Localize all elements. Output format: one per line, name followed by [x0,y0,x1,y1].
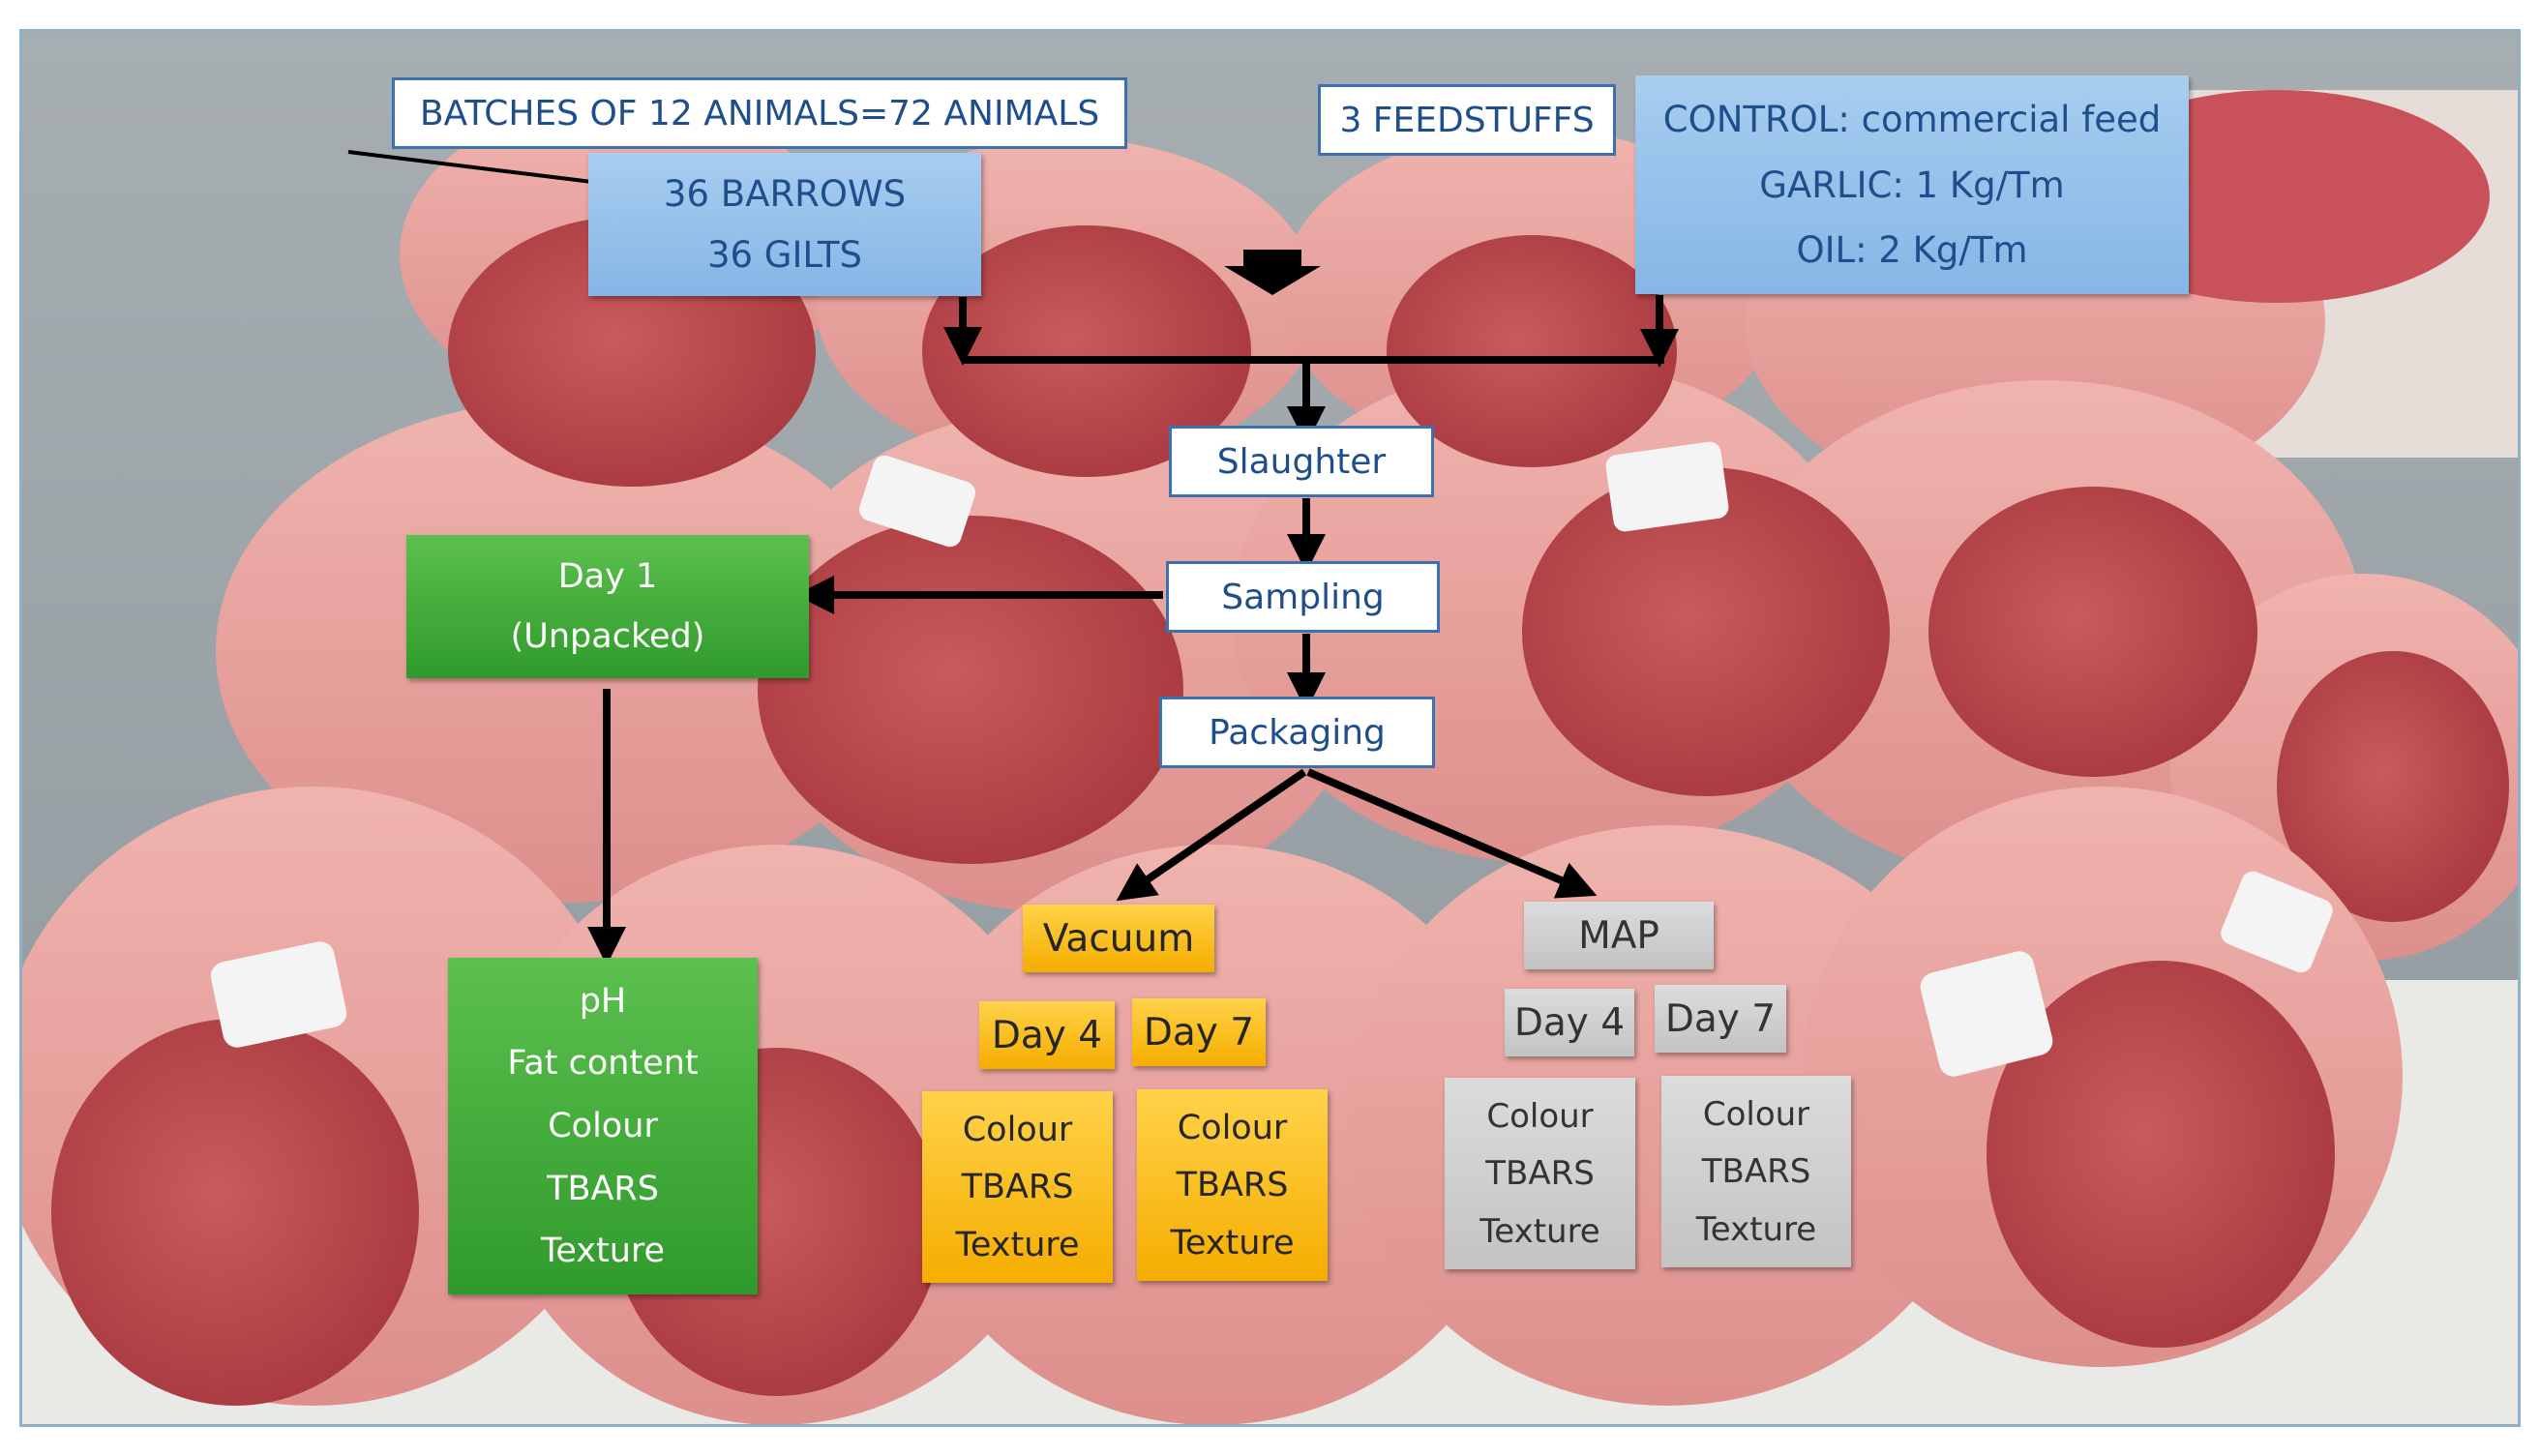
map-day7-label: Day 7 [1664,996,1777,1041]
measure-item: TBARS [1485,1154,1595,1193]
vacuum-day4-label: Day 4 [991,1013,1103,1057]
animals-line: 36 GILTS [706,234,863,277]
slaughter-label: Slaughter [1216,441,1387,482]
map-day4-label: Day 4 [1513,1000,1626,1045]
unpacked-box: Day 1 (Unpacked) [406,535,809,678]
measure-item: Colour [1702,1094,1810,1134]
sampling-label: Sampling [1221,577,1385,617]
measure-item: Colour [1177,1108,1288,1147]
feedstuffs-box: 3 FEEDSTUFFS [1318,84,1616,156]
map-box: MAP [1524,902,1714,969]
measure-item: TBARS [1176,1166,1289,1204]
vacuum-day7-box: Day 7 [1132,998,1266,1066]
vacuum-day7-measures-box: Colour TBARS Texture [1137,1089,1328,1281]
vacuum-day4-measures-box: Colour TBARS Texture [922,1091,1113,1283]
diet-line: CONTROL: commercial feed [1662,99,2162,141]
measure-item: TBARS [1701,1152,1811,1191]
measure-item: Colour [548,1106,658,1145]
slaughter-box: Slaughter [1169,426,1434,497]
batches-box: BATCHES OF 12 ANIMALS=72 ANIMALS [392,77,1127,149]
feedstuffs-label: 3 FEEDSTUFFS [1339,100,1595,140]
unpacked-title-line: (Unpacked) [510,617,705,657]
measure-item: Texture [1170,1223,1295,1263]
unpacked-title-line: Day 1 [557,556,658,596]
map-day7-box: Day 7 [1655,985,1786,1053]
diet-line: OIL: 2 Kg/Tm [1796,228,2028,271]
map-day7-measures-box: Colour TBARS Texture [1661,1076,1851,1267]
measure-item: Fat content [507,1044,699,1084]
packaging-box: Packaging [1159,697,1435,768]
measure-item: pH [579,981,627,1021]
measure-item: Texture [955,1225,1080,1264]
animals-line: 36 BARROWS [663,172,907,215]
animals-box: 36 BARROWS 36 GILTS [588,153,981,296]
map-label: MAP [1578,913,1659,958]
batches-label: BATCHES OF 12 ANIMALS=72 ANIMALS [419,93,1100,134]
diet-line: GARLIC: 1 Kg/Tm [1759,163,2065,206]
diets-box: CONTROL: commercial feed GARLIC: 1 Kg/Tm… [1635,75,2189,294]
map-day4-measures-box: Colour TBARS Texture [1445,1078,1635,1269]
measure-item: Texture [1695,1209,1817,1249]
measure-item: Colour [962,1110,1073,1149]
measure-item: TBARS [547,1169,659,1208]
sampling-box: Sampling [1166,561,1440,633]
measure-item: TBARS [961,1168,1074,1206]
measure-item: Colour [1486,1096,1594,1136]
map-day4-box: Day 4 [1505,989,1634,1056]
packaging-label: Packaging [1209,712,1386,753]
unpacked-measures-box: pH Fat content Colour TBARS Texture [448,958,758,1294]
vacuum-box: Vacuum [1023,905,1214,972]
vacuum-label: Vacuum [1042,916,1195,961]
measure-item: Texture [540,1232,666,1271]
vacuum-day7-label: Day 7 [1143,1010,1255,1055]
vacuum-day4-box: Day 4 [979,1001,1115,1069]
measure-item: Texture [1479,1211,1600,1251]
